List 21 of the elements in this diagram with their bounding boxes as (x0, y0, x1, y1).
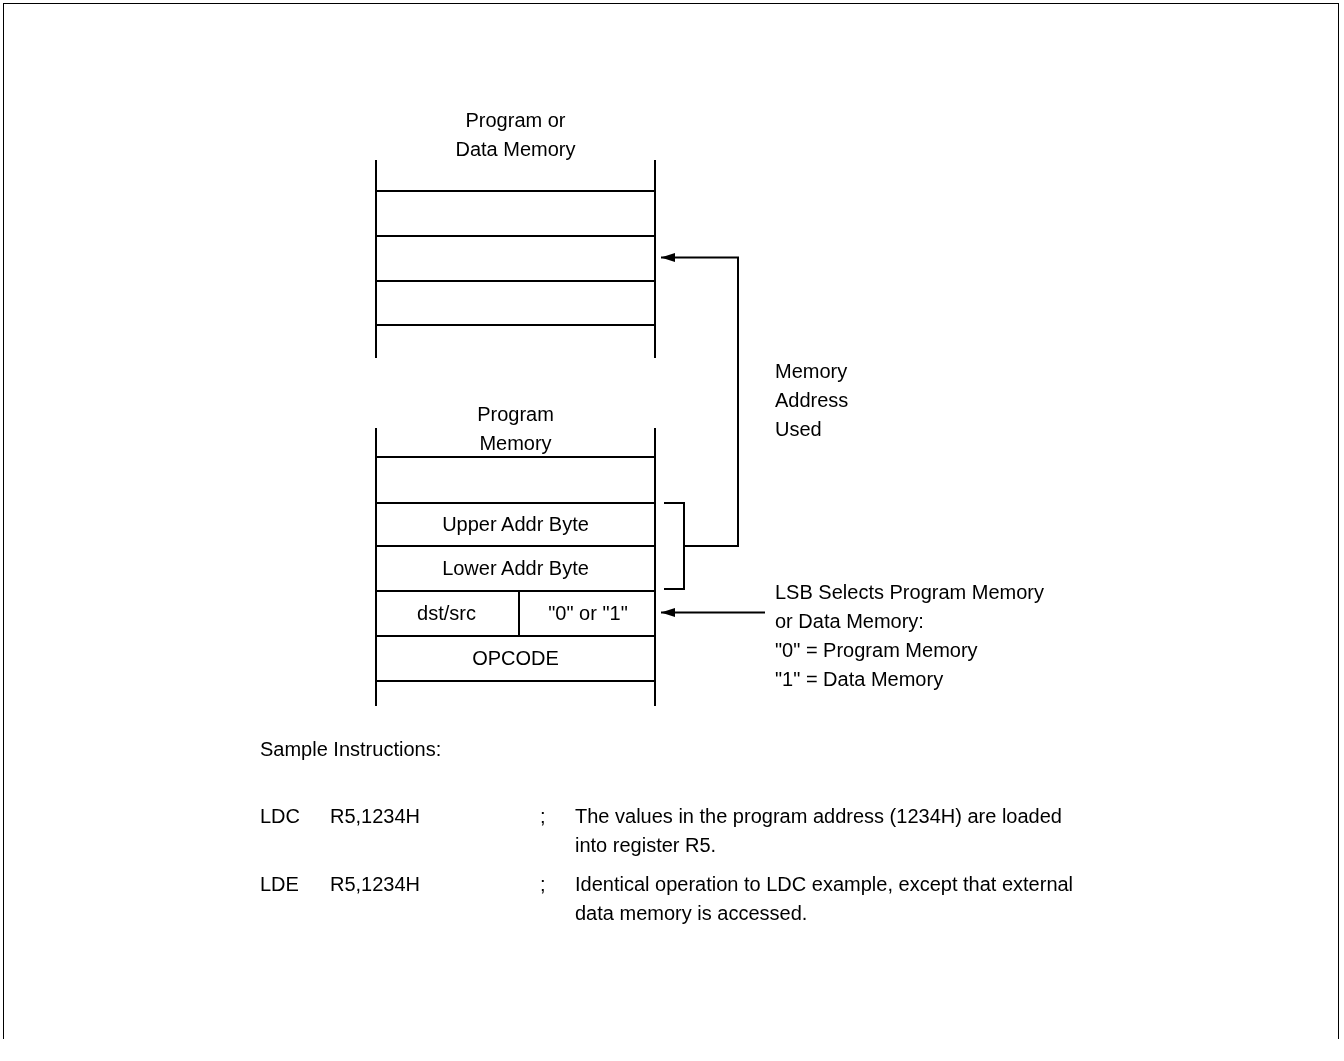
memory-cell: dst/src (375, 590, 520, 635)
memory-title: Program or Data Memory (454, 108, 577, 162)
arrow (660, 253, 739, 590)
instruction-mnemonic: LDC (260, 804, 300, 829)
comment-marker: ; (540, 804, 546, 829)
instruction-operand: R5,1234H (330, 872, 421, 897)
instruction-mnemonic: LDE (260, 872, 299, 897)
memory-cell: OPCODE (375, 635, 656, 682)
instruction-comment: Identical operation to LDC example, except that external data memory is accessed. (575, 872, 1075, 926)
instruction-comment: The values in the program address (1234H) are loaded into register R5. (575, 804, 1063, 858)
memory-cell: Lower Addr Byte (375, 545, 656, 590)
comment-marker: ; (540, 872, 546, 897)
empty-memory-cell (375, 280, 656, 326)
instruction-operand: R5,1234H (330, 804, 421, 829)
note-text: LSB Selects Program Memory or Data Memory: "0" = Program Memory "1" = Data Memory (775, 578, 1045, 694)
edge-label: Memory Address Used (775, 358, 850, 442)
section-heading: Sample Instructions: (260, 737, 442, 762)
memory-cell: Upper Addr Byte (375, 502, 656, 545)
memory-cell: "0" or "1" (520, 590, 656, 635)
memory-title: Program Memory (476, 402, 555, 456)
arrow (660, 608, 766, 617)
